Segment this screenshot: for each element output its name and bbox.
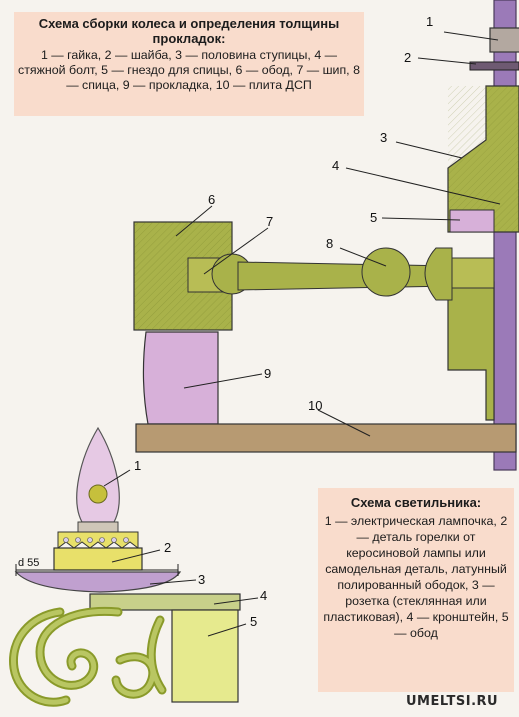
spacer [142,331,219,425]
bulb-mark [88,484,108,504]
label-rim: 6 [208,192,215,207]
wheel-caption: Схема сборки колеса и определения толщин… [14,12,364,116]
label-spoke: 8 [326,236,333,251]
nut [489,27,519,53]
label-nut: 1 [426,14,433,29]
label-tie-bolt: 4 [332,158,339,173]
label-tenon: 7 [266,214,273,229]
lamp-caption-body: 1 — электрическая лампочка, 2 — деталь г… [323,514,509,640]
spoke-bead [361,247,411,297]
label-hub-half: 3 [380,130,387,145]
bracket-post [171,609,239,703]
burner-crown [57,531,139,549]
washer [469,61,519,71]
spoke-socket [449,209,495,233]
label-spacer: 9 [264,366,271,381]
label-chipboard: 10 [308,398,322,413]
lamp-caption: Схема светильника: 1 — электрическая лам… [318,488,514,692]
wheel-caption-body: 1 — гайка, 2 — шайба, 3 — половина ступи… [18,48,360,92]
lamp-caption-title: Схема светильника: [350,495,482,510]
bulb [76,426,120,523]
label-rosette: 3 [198,572,205,587]
socket-block [447,257,495,289]
rosette [14,571,182,593]
wheel-caption-title: Схема сборки колеса и определения толщин… [38,16,340,46]
chipboard-slab [135,423,517,453]
bracket-arm [89,593,241,611]
label-rim-lamp: 5 [250,614,257,629]
label-spoke-socket: 5 [370,210,377,225]
hub-hatch-upper [448,86,519,232]
label-burner: 2 [164,540,171,555]
hub-half-lower [447,281,495,421]
burner-ring [53,547,143,571]
label-bracket: 4 [260,588,267,603]
spoke [237,261,453,291]
watermark: UMELTSI.RU [406,694,499,709]
burner-base [77,521,119,533]
label-bulb: 1 [134,458,141,473]
dimension-label: d 55 [18,557,39,569]
label-washer: 2 [404,50,411,65]
scroll-ornament-highlight [11,608,165,705]
crown-holes [63,537,129,543]
spoke-end [424,247,453,301]
